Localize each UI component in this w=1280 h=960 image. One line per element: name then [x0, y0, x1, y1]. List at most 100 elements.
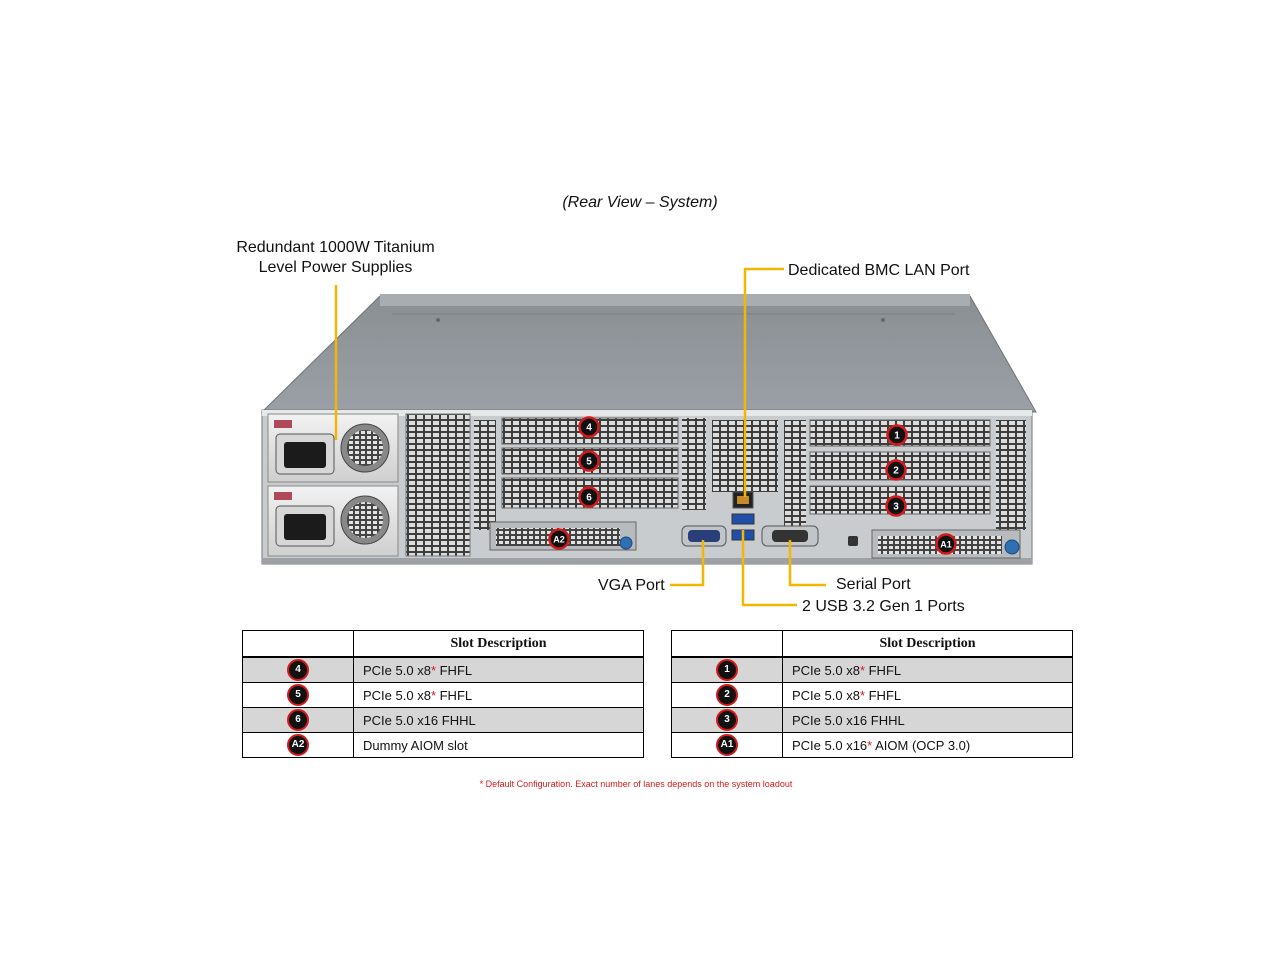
slot-description-cell: PCIe 5.0 x8* FHFL	[353, 682, 644, 708]
slot-badge: 3	[716, 709, 738, 731]
chassis-badge-label: 2	[893, 466, 899, 477]
slot-number-cell: 1	[671, 656, 783, 683]
chassis-badge-label: 3	[893, 502, 899, 513]
chassis-badge-1: 1	[886, 424, 908, 446]
chassis-badge-label: A1	[940, 540, 952, 550]
table-row: 6 PCIe 5.0 x16 FHHL	[242, 707, 644, 733]
callout-lines	[334, 267, 826, 607]
chassis-badge-label: 5	[586, 457, 592, 468]
bmc-lan-port	[732, 491, 754, 509]
table-header-row: Slot Description	[671, 630, 1073, 658]
chassis-badge-2: 2	[885, 459, 907, 481]
vent-grid-left	[405, 413, 471, 557]
slot-badge: 4	[287, 659, 309, 681]
chassis-badge-label: A2	[553, 535, 565, 545]
default-config-asterisk: *	[430, 687, 436, 703]
default-config-asterisk: *	[430, 662, 436, 678]
footnote: * Default Configuration. Exact number of…	[479, 779, 793, 789]
chassis-badge-6: 6	[578, 486, 600, 508]
table-header-slot-description: Slot Description	[782, 630, 1073, 658]
slot-description-cell: PCIe 5.0 x8* FHFL	[353, 656, 644, 683]
chassis-badge-label: 4	[586, 423, 592, 434]
slot-description-text: PCIe 5.0 x8	[792, 662, 860, 678]
table-row: 3 PCIe 5.0 x16 FHHL	[671, 707, 1073, 733]
slot-description-suffix: FHFL	[436, 687, 473, 703]
bmc-lan-callout-label: Dedicated BMC LAN Port	[788, 262, 970, 279]
table-header-slot-description: Slot Description	[353, 630, 644, 658]
bmc-callout-line	[743, 267, 784, 497]
slot-badge: A1	[716, 734, 738, 756]
slot-number-cell: A1	[671, 732, 783, 758]
slot-description-text: PCIe 5.0 x8	[792, 687, 860, 703]
chassis-slot-badges: 4 5 6A2 1 2 3A1	[548, 416, 957, 555]
slot-number-cell: 2	[671, 682, 783, 708]
slot-description-suffix: FHFL	[436, 662, 473, 678]
table-row: 2 PCIe 5.0 x8* FHFL	[671, 682, 1073, 708]
slot-badge: A2	[287, 734, 309, 756]
vent-strip-right	[784, 420, 806, 530]
table-row: 5 PCIe 5.0 x8* FHFL	[242, 682, 644, 708]
slot-description-cell: PCIe 5.0 x16* AIOM (OCP 3.0)	[782, 732, 1073, 758]
slot-badge: 5	[287, 684, 309, 706]
default-config-asterisk: *	[867, 737, 873, 753]
slot-number-cell: 6	[242, 707, 354, 733]
slot-description-suffix: FHFL	[865, 687, 902, 703]
chassis-badge-label: 6	[586, 493, 592, 504]
slot-description-cell: PCIe 5.0 x8* FHFL	[782, 656, 1073, 683]
table-row: A2 Dummy AIOM slot	[242, 732, 644, 758]
chassis-badge-a2: A2	[548, 528, 570, 550]
slot-description-cell: PCIe 5.0 x16 FHHL	[782, 707, 1073, 733]
view-title: (Rear View – System)	[562, 194, 718, 211]
slot-description-text: PCIe 5.0 x16	[792, 737, 868, 753]
vent-grid-right	[996, 420, 1026, 530]
default-config-asterisk: *	[859, 687, 865, 703]
slot-description-cell: Dummy AIOM slot	[353, 732, 644, 758]
usb-callout-label: 2 USB 3.2 Gen 1 Ports	[802, 598, 965, 615]
table-header-blank	[671, 630, 783, 658]
vent-strip-left	[474, 420, 496, 530]
chassis-badge-label: 1	[894, 431, 900, 442]
default-config-asterisk: *	[859, 662, 865, 678]
power-supply-1	[267, 413, 399, 483]
slot-description-cell: PCIe 5.0 x8* FHFL	[782, 682, 1073, 708]
slot-description-text: Dummy AIOM slot	[363, 737, 468, 753]
vga-callout-line	[670, 540, 705, 587]
slot-description-cell: PCIe 5.0 x16 FHHL	[353, 707, 644, 733]
slot-number-cell: 4	[242, 656, 354, 683]
vga-port	[681, 525, 727, 547]
table-row: A1 PCIe 5.0 x16* AIOM (OCP 3.0)	[671, 732, 1073, 758]
vent-strip-mid-left	[682, 418, 706, 510]
table-row: 1 PCIe 5.0 x8* FHFL	[671, 656, 1073, 683]
slot-badge: 1	[716, 659, 738, 681]
vga-callout-label: VGA Port	[598, 577, 665, 594]
power-supply-2	[267, 485, 399, 557]
slot-badge: 2	[716, 684, 738, 706]
slot-description-text: PCIe 5.0 x8	[363, 662, 431, 678]
slot-description-suffix: AIOM (OCP 3.0)	[872, 737, 971, 753]
slot-number-cell: A2	[242, 732, 354, 758]
slot-description-text: PCIe 5.0 x16 FHHL	[792, 712, 905, 728]
id-button	[848, 536, 858, 546]
slot-description-text: PCIe 5.0 x16 FHHL	[363, 712, 476, 728]
serial-callout-line	[788, 540, 826, 587]
chassis-badge-a1: A1	[935, 533, 957, 555]
slot-description-suffix: FHFL	[865, 662, 902, 678]
usb-callout-line	[741, 530, 797, 607]
slot-number-cell: 3	[671, 707, 783, 733]
slot-badge: 6	[287, 709, 309, 731]
chassis-badge-3: 3	[885, 495, 907, 517]
table-header-blank	[242, 630, 354, 658]
slot-number-cell: 5	[242, 682, 354, 708]
table-header-row: Slot Description	[242, 630, 644, 658]
psu-callout-line1: Redundant 1000W Titanium	[236, 239, 435, 256]
chassis-top-cover	[260, 294, 1037, 413]
psu-callout-label: Redundant 1000W Titanium Level Power Sup…	[228, 238, 443, 278]
table-row: 4 PCIe 5.0 x8* FHFL	[242, 656, 644, 683]
chassis-badge-4: 4	[578, 416, 600, 438]
serial-callout-label: Serial Port	[836, 576, 911, 593]
chassis-badge-5: 5	[578, 450, 600, 472]
slot-description-text: PCIe 5.0 x8	[363, 687, 431, 703]
